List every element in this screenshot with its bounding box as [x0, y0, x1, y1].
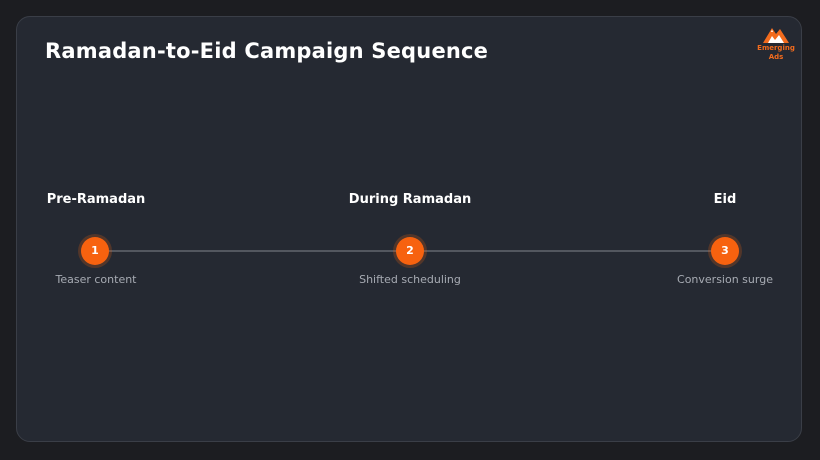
logo-text: Emerging: [757, 44, 795, 52]
brand-logo: Emerging Ads: [753, 26, 799, 62]
stage-name: Eid: [713, 192, 737, 207]
stage-description: Shifted scheduling: [359, 273, 461, 286]
logo-text: Ads: [768, 53, 784, 61]
campaign-sequence-card: Ramadan-to-Eid Campaign Sequence Emergin…: [16, 16, 802, 442]
stage-name: Pre-Ramadan: [46, 192, 146, 207]
stage-description: Conversion surge: [677, 273, 773, 286]
stage-number-badge: 2: [396, 237, 424, 265]
stage-name: During Ramadan: [348, 192, 472, 207]
stage-description: Teaser content: [55, 273, 137, 286]
stage-number-badge: 1: [81, 237, 109, 265]
mountain-logo-icon: [763, 28, 789, 43]
stage-number-badge: 3: [711, 237, 739, 265]
page-title: Ramadan-to-Eid Campaign Sequence: [45, 39, 489, 63]
